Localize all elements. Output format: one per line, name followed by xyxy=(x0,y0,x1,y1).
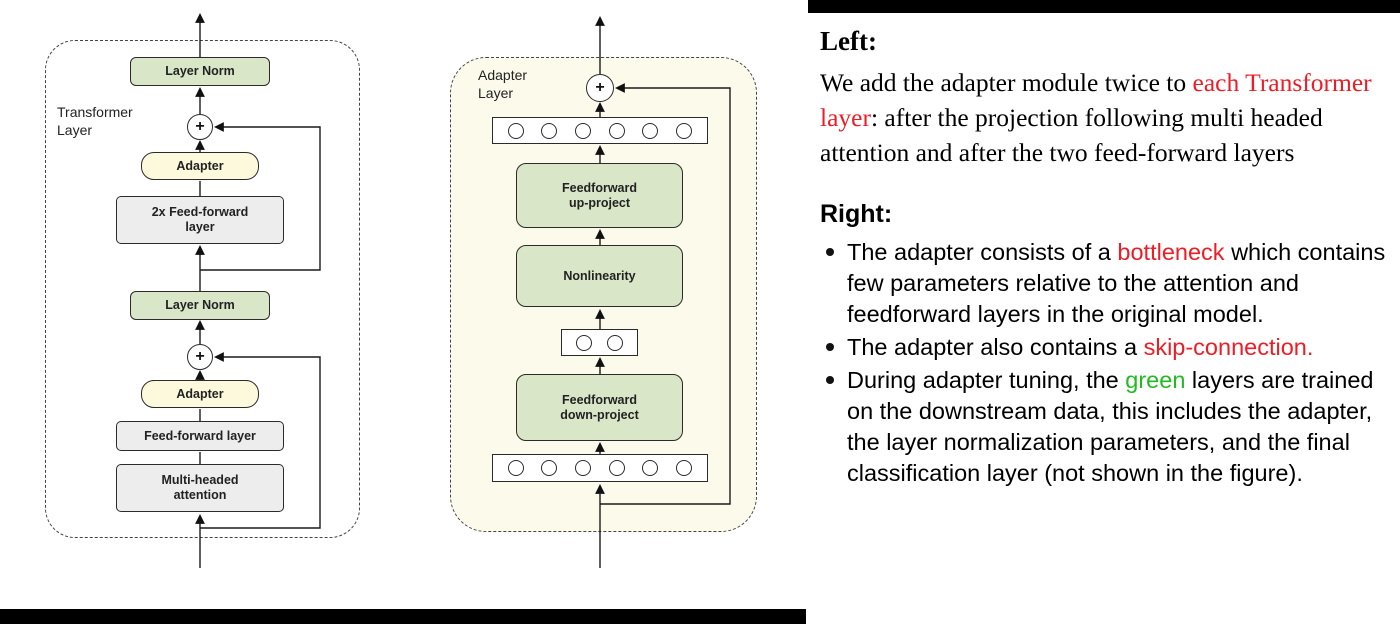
feed-forward-2x-box: 2x Feed-forward layer xyxy=(116,196,284,244)
skip-connection-line xyxy=(200,122,321,271)
figure-diagrams: Transformer Layer Layer Norm + Adapter 2… xyxy=(45,13,757,568)
adapter-bottom-box: Adapter xyxy=(141,380,259,408)
bullet-text-part: layers are trained on the downstream dat… xyxy=(847,367,1374,486)
feature-dot xyxy=(642,122,659,139)
explanation-panel: Left: We add the adapter module twice to… xyxy=(820,26,1392,491)
multi-headed-attention-box: Multi-headed attention xyxy=(116,464,284,512)
adapter-connectors xyxy=(595,16,731,568)
adapter-layer-label: Adapter Layer xyxy=(478,66,527,102)
feature-dot xyxy=(541,122,558,139)
bottom-black-bar xyxy=(0,609,806,624)
feed-forward-label: Feed-forward layer xyxy=(144,428,256,443)
bullet-text-highlight: skip-connection. xyxy=(1143,334,1314,360)
bullet-marker xyxy=(826,343,834,351)
feature-dot xyxy=(541,460,558,476)
feature-row-top xyxy=(492,117,708,144)
feature-dot xyxy=(507,122,524,139)
left-paragraph-highlight: each Transformer layer xyxy=(820,68,1372,132)
bullet-marker xyxy=(826,248,834,256)
feedforward-down-project-box: Feedforward down-project xyxy=(516,374,683,441)
feature-dot xyxy=(575,334,592,351)
layer-norm-top-label: Layer Norm xyxy=(165,64,235,78)
skip-connection-line xyxy=(200,352,321,529)
add-node-top: + xyxy=(187,114,213,140)
feedforward-down-project-line2: down-project xyxy=(560,407,639,422)
feature-dot xyxy=(608,460,625,476)
feature-dot xyxy=(607,334,624,351)
nonlinearity-label: Nonlinearity xyxy=(563,268,636,283)
right-heading: Right: xyxy=(820,200,893,228)
left-paragraph-part: We add the adapter module twice to xyxy=(820,68,1193,97)
adapter-layer-label-line1: Adapter xyxy=(478,67,528,83)
feature-dot xyxy=(608,122,625,139)
list-item: During adapter tuning, the green layers … xyxy=(820,365,1392,489)
plus-symbol: + xyxy=(595,79,605,96)
bottleneck-row xyxy=(561,329,638,356)
left-heading: Left: xyxy=(820,26,877,56)
adapter-add-node: + xyxy=(586,74,614,102)
multi-headed-attention-line2: attention xyxy=(173,488,227,502)
feature-dot xyxy=(642,460,659,476)
plus-symbol: + xyxy=(195,348,205,365)
transformer-layer-boundary xyxy=(45,40,360,538)
feature-dot xyxy=(676,122,693,139)
feed-forward-2x-line1: 2x Feed-forward xyxy=(151,205,249,219)
list-item: The adapter consists of a bottleneck whi… xyxy=(820,237,1392,330)
feed-forward-2x-line2: layer xyxy=(185,220,215,234)
adapter-top-box: Adapter xyxy=(141,152,259,180)
bullet-marker xyxy=(826,376,834,384)
transformer-connectors xyxy=(195,13,321,568)
top-black-bar xyxy=(808,0,1400,13)
feature-dot xyxy=(575,460,592,476)
transformer-layer-label-line1: Transformer xyxy=(57,104,133,120)
bullet-text-highlight: bottleneck xyxy=(1117,239,1225,265)
plus-symbol: + xyxy=(195,118,205,135)
bullet-text: The adapter consists of a bottleneck whi… xyxy=(847,237,1392,330)
layer-norm-bottom-box: Layer Norm xyxy=(130,291,270,320)
left-paragraph-part: : after the projection following multi h… xyxy=(820,103,1323,167)
feedforward-up-project-line2: up-project xyxy=(568,195,631,210)
transformer-layer-label: Transformer Layer xyxy=(57,103,133,139)
bullet-text-part: During adapter tuning, the xyxy=(847,367,1126,393)
add-node-bottom: + xyxy=(187,344,213,370)
feature-dot xyxy=(575,122,592,139)
feedforward-up-project-box: Feedforward up-project xyxy=(516,163,683,228)
feature-dot xyxy=(507,460,524,476)
feed-forward-box: Feed-forward layer xyxy=(116,421,284,451)
layer-norm-top-box: Layer Norm xyxy=(130,57,270,86)
adapter-bottom-label: Adapter xyxy=(176,386,224,401)
adapter-layer-label-line2: Layer xyxy=(478,85,514,102)
bullet-text: The adapter also contains a skip-connect… xyxy=(847,332,1313,363)
bullet-text-part: which contains few parameters relative t… xyxy=(847,239,1386,327)
feature-dot xyxy=(676,460,693,476)
feedforward-up-project-line1: Feedforward xyxy=(561,180,637,195)
bullet-list: The adapter consists of a bottleneck whi… xyxy=(820,237,1392,489)
feature-row-bottom xyxy=(492,454,708,482)
skip-connection-line xyxy=(600,83,731,505)
bullet-text-part: The adapter also contains a xyxy=(847,334,1144,360)
nonlinearity-box: Nonlinearity xyxy=(516,245,683,307)
list-item: The adapter also contains a skip-connect… xyxy=(820,332,1392,363)
bullet-text-highlight: green xyxy=(1125,367,1186,393)
bullet-text: During adapter tuning, the green layers … xyxy=(847,365,1392,489)
feedforward-down-project-line1: Feedforward xyxy=(561,392,637,407)
bullet-text-part: The adapter consists of a xyxy=(847,239,1118,265)
transformer-layer-label-line2: Layer xyxy=(57,122,93,139)
multi-headed-attention-line1: Multi-headed xyxy=(161,473,239,487)
left-paragraph: We add the adapter module twice to each … xyxy=(820,65,1392,170)
adapter-top-label: Adapter xyxy=(176,158,224,173)
connector-lines xyxy=(195,13,731,568)
layer-norm-bottom-label: Layer Norm xyxy=(165,298,235,312)
